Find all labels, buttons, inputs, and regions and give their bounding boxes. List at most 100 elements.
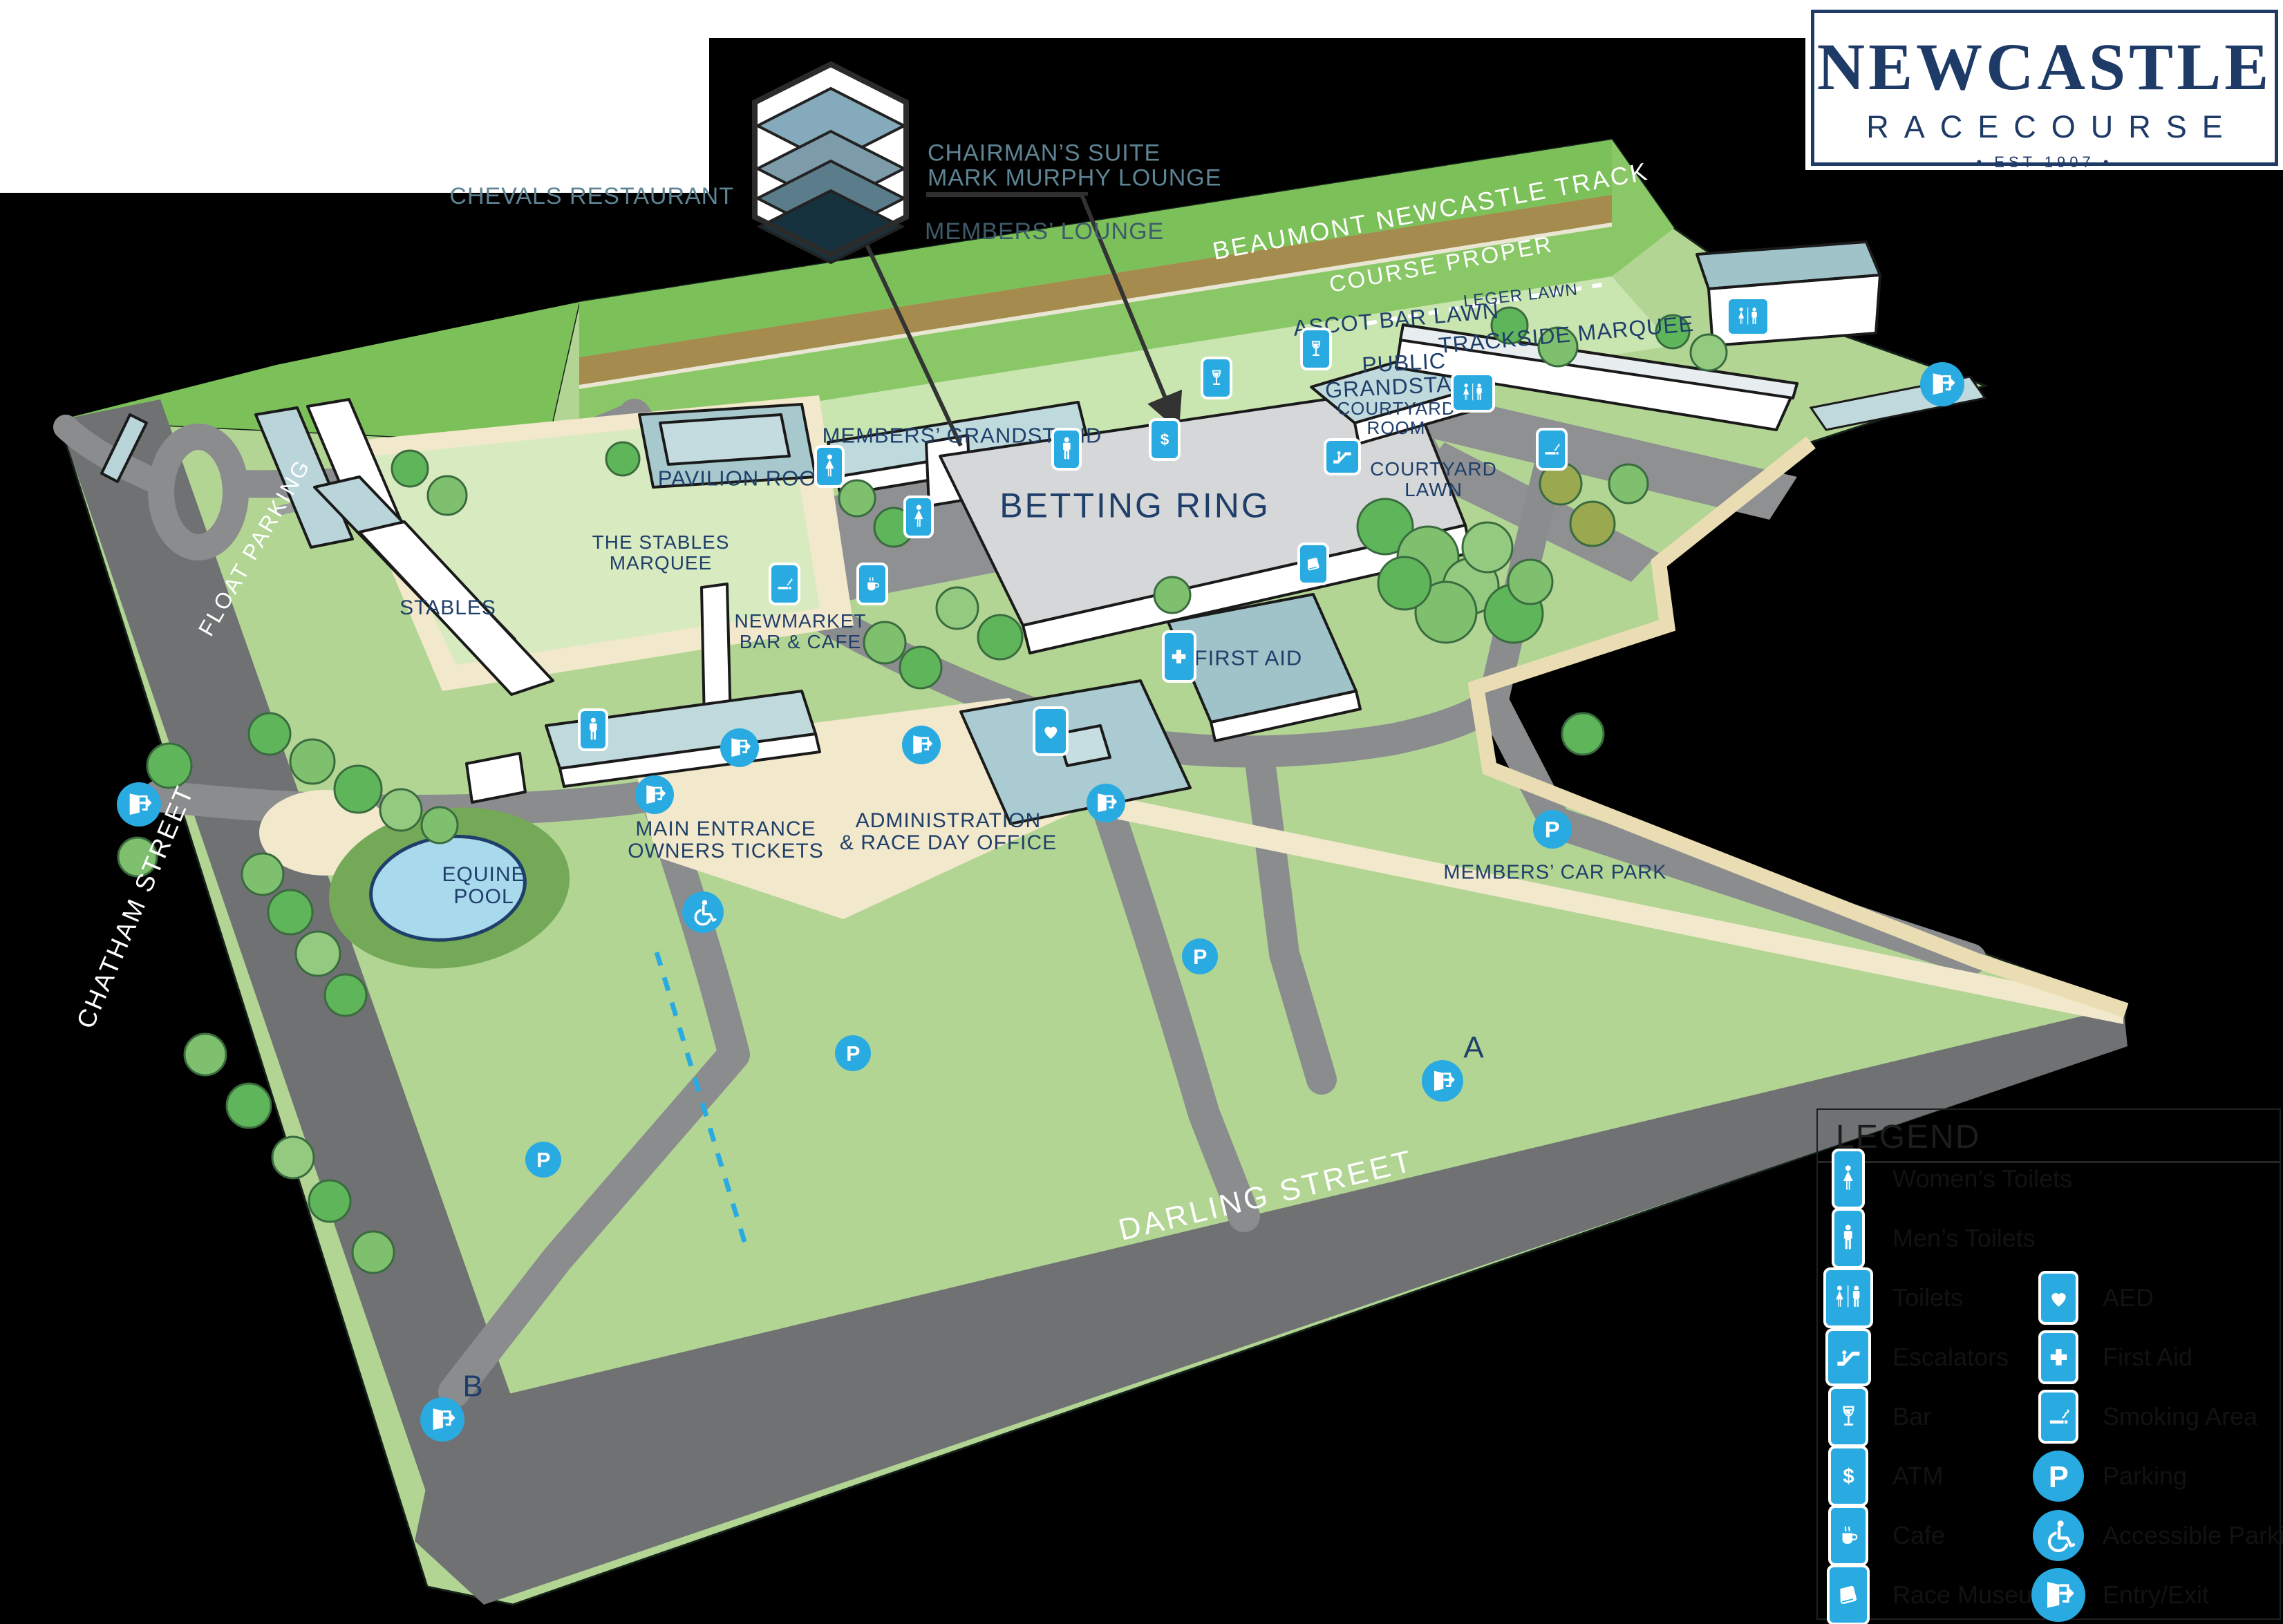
parking-icon-glyph <box>1545 816 1560 842</box>
legend-divider <box>1818 1161 2280 1163</box>
legend-label: Accessible Parking <box>2103 1521 2283 1549</box>
legend-label: ATM <box>1892 1462 1944 1490</box>
smoking-area-icon-glyph <box>2048 1409 2069 1425</box>
race-museum-icon <box>1827 1565 1870 1624</box>
race-museum-icon-glyph <box>1306 557 1320 572</box>
cafe-icon <box>1828 1505 1868 1566</box>
escalator-icon <box>1324 438 1361 475</box>
mens-toilet-icon-glyph <box>589 717 597 740</box>
legend-label: Men’s Toilets <box>1892 1224 2036 1252</box>
cafe-icon-glyph <box>1841 1526 1858 1546</box>
entry-exit-icon-glyph <box>731 737 751 759</box>
atm-icon-glyph <box>1842 1465 1854 1489</box>
entry-exit-icon-glyph <box>2038 1575 2078 1615</box>
entry-exit-icon-glyph <box>912 734 933 756</box>
entry-exit-icon <box>420 1397 464 1442</box>
entry-exit-icon-glyph <box>1932 372 1955 397</box>
entry-exit-icon-glyph <box>646 784 666 806</box>
entry-exit-icon-glyph <box>129 792 152 817</box>
cafe-icon-glyph <box>867 576 880 592</box>
parking-icon-glyph <box>536 1148 551 1172</box>
bar-icon-glyph <box>1212 369 1221 386</box>
members-lounge-label: MEMBERS’ LOUNGE <box>925 218 1165 245</box>
bar-icon <box>1828 1386 1868 1447</box>
smoking-area-icon <box>1536 428 1568 471</box>
toilets-icon-glyph <box>1738 307 1758 324</box>
bar-icon-glyph <box>1311 340 1321 357</box>
first-aid-icon <box>1162 630 1196 683</box>
toilets-icon <box>1726 296 1770 337</box>
equine-pool <box>328 807 570 969</box>
womens-toilet-icon <box>1832 1149 1865 1209</box>
race-museum-icon <box>1297 542 1329 585</box>
logo-subtitle: RACECOURSE <box>1866 109 2238 144</box>
entry-exit-icon-glyph <box>1097 792 1118 814</box>
mens-toilet-icon <box>1832 1208 1865 1269</box>
trees <box>117 306 1728 1274</box>
toilets-icon <box>1451 372 1495 413</box>
womens-toilet-icon-glyph <box>1843 1165 1853 1191</box>
legend-label: Cafe <box>1892 1521 1946 1549</box>
entry-exit-icon <box>117 782 161 827</box>
smoking-area-icon-glyph <box>1544 443 1560 455</box>
smoking-area-icon-glyph <box>777 578 793 590</box>
parking-icon <box>1533 810 1572 849</box>
womens-toilet-icon <box>814 445 845 488</box>
legend-label: Toilets <box>1892 1283 1964 1312</box>
legend-label: Smoking Area <box>2103 1402 2258 1431</box>
first-aid-icon <box>2038 1330 2078 1384</box>
womens-toilet-icon-glyph <box>914 504 923 527</box>
entry-exit-icon-glyph <box>1433 1069 1455 1093</box>
cafe-icon <box>856 563 888 605</box>
aed-icon <box>1033 706 1069 756</box>
parking-icon <box>835 1035 871 1071</box>
white-backdrop <box>0 0 709 193</box>
entry-exit-icon <box>1920 362 1964 406</box>
mens-toilet-icon <box>1051 428 1082 471</box>
bar-icon <box>1201 357 1232 399</box>
womens-toilet-icon <box>903 495 934 538</box>
mens-toilet-icon-glyph <box>1062 437 1071 460</box>
aed-icon-glyph <box>1044 726 1057 739</box>
legend-label: AED <box>2103 1283 2154 1312</box>
parking-icon-glyph <box>1192 945 1208 969</box>
smoking-area-icon <box>769 563 800 605</box>
callout-underline <box>926 192 1088 196</box>
legend-label: Women’s Toilets <box>1892 1164 2073 1193</box>
atm-icon <box>1828 1446 1868 1507</box>
entry-exit-icon <box>902 726 941 764</box>
parking-icon <box>1182 938 1218 974</box>
venue-levels-callout <box>752 61 1183 447</box>
entry-exit-icon <box>2031 1568 2085 1622</box>
entry-exit-icon <box>635 775 674 814</box>
legend-label: Race Museum <box>1892 1580 2054 1609</box>
legend-label: Escalators <box>1892 1343 2009 1371</box>
legend-label: Parking <box>2103 1462 2188 1490</box>
logo-title: NEWCASTLE <box>1816 30 2273 104</box>
mens-toilet-icon-glyph <box>1844 1225 1852 1250</box>
darling-street-road <box>415 1006 2127 1605</box>
parking-icon <box>2033 1451 2084 1502</box>
accessible-parking-icon <box>682 891 724 933</box>
entry-exit-icon-glyph <box>432 1407 455 1432</box>
smoking-area-icon <box>2038 1390 2078 1444</box>
parking-icon-glyph <box>845 1041 861 1066</box>
atm-icon <box>1149 418 1181 461</box>
entry-exit-icon <box>1087 784 1125 822</box>
first-aid-icon-glyph <box>2050 1349 2067 1366</box>
toilets-icon-glyph <box>1463 383 1483 400</box>
mens-toilet-icon <box>578 708 608 751</box>
accessible-parking-icon-glyph <box>694 898 717 926</box>
newcastle-racecourse-logo: NEWCASTLE RACECOURSE • EST 1907 • <box>1811 10 2278 171</box>
race-museum-icon-glyph <box>1839 1585 1858 1605</box>
chevals-restaurant-label: CHEVALS RESTAURANT <box>449 183 734 210</box>
womens-toilet-icon-glyph <box>825 454 834 477</box>
accessible-parking-icon <box>2033 1510 2084 1561</box>
escalator-icon-glyph <box>1836 1350 1859 1366</box>
bar-icon-glyph <box>1836 1396 1861 1437</box>
chairmans-suite-label: CHAIRMAN’S SUITE MARK MURPHY LOUNGE <box>928 140 1222 191</box>
aed-icon-glyph <box>2051 1293 2066 1307</box>
parking-icon-glyph <box>2048 1460 2069 1494</box>
first-aid-icon-glyph <box>1172 650 1186 663</box>
